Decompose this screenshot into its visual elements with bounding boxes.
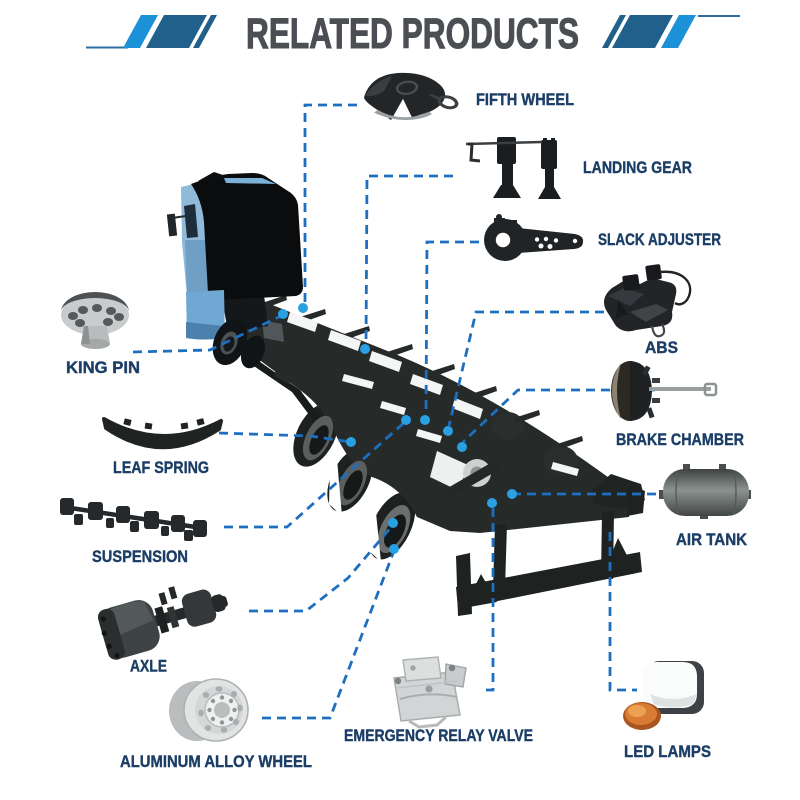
svg-text:EMERGENCY RELAY VALVE: EMERGENCY RELAY VALVE	[344, 726, 533, 745]
svg-text:SLACK ADJUSTER: SLACK ADJUSTER	[598, 230, 721, 249]
svg-text:SUSPENSION: SUSPENSION	[92, 547, 188, 566]
svg-text:LANDING GEAR: LANDING GEAR	[583, 158, 692, 177]
svg-text:ALUMINUM ALLOY WHEEL: ALUMINUM ALLOY WHEEL	[120, 752, 312, 771]
svg-text:FIFTH WHEEL: FIFTH WHEEL	[476, 90, 574, 109]
svg-text:BRAKE CHAMBER: BRAKE CHAMBER	[616, 430, 744, 449]
svg-text:ABS: ABS	[645, 338, 678, 357]
svg-text:AIR TANK: AIR TANK	[676, 530, 748, 549]
svg-text:LEAF SPRING: LEAF SPRING	[113, 458, 209, 477]
svg-text:LED LAMPS: LED LAMPS	[624, 742, 711, 761]
svg-text:RELATED PRODUCTS: RELATED PRODUCTS	[246, 10, 579, 58]
svg-text:AXLE: AXLE	[130, 657, 167, 676]
svg-text:KING PIN: KING PIN	[66, 358, 140, 377]
